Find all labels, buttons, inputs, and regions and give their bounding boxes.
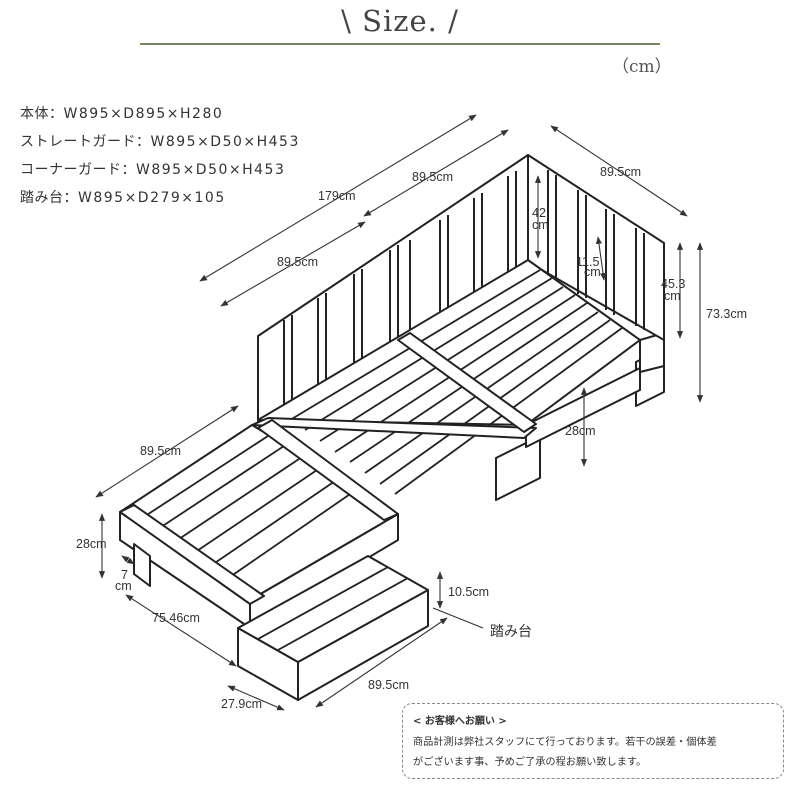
spec-step: 踏み台：W895×D279×105 bbox=[20, 190, 226, 206]
label-leg-offset-1: 7 bbox=[121, 568, 128, 582]
label-step-height: 10.5cm bbox=[448, 585, 489, 599]
label-slat-gap-a-1: 42 bbox=[532, 206, 546, 220]
label-step-depth: 27.9cm bbox=[221, 697, 262, 711]
notice-body: 商品計測は弊社スタッフにて行っております。若干の誤差・個体差 がございます事、予… bbox=[413, 737, 717, 768]
label-left-width: 89.5cm bbox=[140, 444, 181, 458]
label-corner-depth: 89.5cm bbox=[600, 165, 641, 179]
label-top-section: 89.5cm bbox=[412, 170, 453, 184]
label-guard-height-1: 45.3 bbox=[661, 277, 685, 291]
label-overall-height: 73.3cm bbox=[706, 307, 747, 321]
label-slat-gap-b-2: cm bbox=[584, 265, 601, 279]
notice-title: < お客様へお願い > bbox=[413, 716, 507, 727]
label-leg-offset-2: cm bbox=[115, 579, 132, 593]
spec-body: 本体：W895×D895×H280 bbox=[20, 106, 224, 122]
label-deck-height-left: 28cm bbox=[76, 537, 107, 551]
deck-left-boards bbox=[135, 435, 357, 582]
label-step: 踏み台 bbox=[490, 624, 532, 640]
deck-beam-center bbox=[251, 417, 537, 439]
unit-label: （cm） bbox=[612, 57, 672, 77]
label-step-depth-offset: 75.46cm bbox=[152, 611, 200, 625]
page-title: \ Size. / bbox=[341, 4, 459, 38]
label-total-length: 179cm bbox=[318, 189, 356, 203]
label-slat-gap-b-1: 11.5 bbox=[576, 255, 599, 269]
label-guard-height-2: cm bbox=[664, 289, 681, 303]
label-back-section: 89.5cm bbox=[277, 255, 318, 269]
dimension-lines bbox=[95, 114, 704, 711]
dimension-labels: 179cm 89.5cm 89.5cm 89.5cm 42 cm 11.5 cm… bbox=[76, 165, 747, 711]
deck-beam-back bbox=[397, 332, 537, 433]
step-boards bbox=[257, 566, 409, 651]
deck-beam-left bbox=[119, 504, 265, 605]
label-slat-gap-a-2: cm bbox=[532, 218, 549, 232]
customer-notice: < お客様へお願い > 商品計測は弊社スタッフにて行っております。若干の誤差・個… bbox=[402, 703, 784, 779]
title-divider bbox=[140, 43, 660, 45]
deck-beam-diagonal bbox=[257, 419, 399, 521]
label-step-width: 89.5cm bbox=[368, 678, 409, 692]
step-top bbox=[237, 555, 429, 663]
leg-right-front bbox=[495, 435, 541, 501]
label-deck-height-right: 28cm bbox=[565, 424, 596, 438]
